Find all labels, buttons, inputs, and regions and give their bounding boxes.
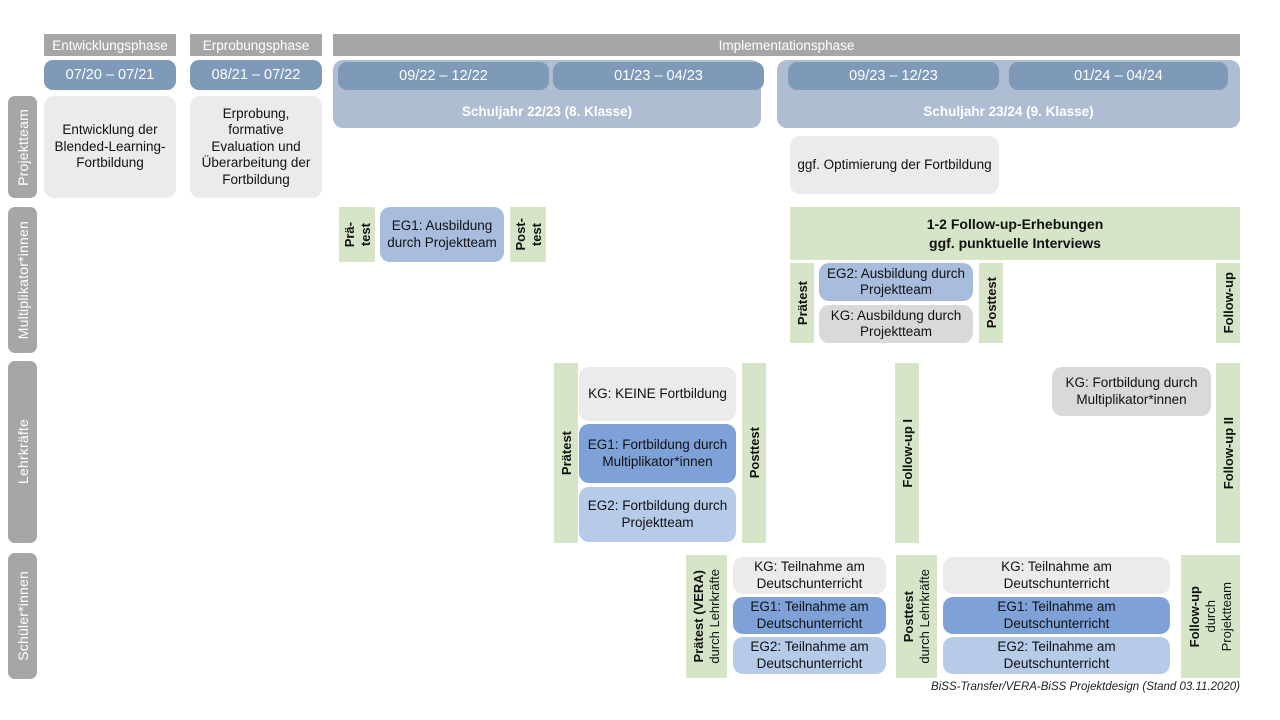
lehrkraefte-band-followup-2: Follow-up II <box>1216 363 1240 543</box>
phase-header-implementationsphase: Implementationsphase <box>333 34 1240 56</box>
band-text-sub2: Projektteam <box>1219 581 1234 652</box>
multiplikator-band-posttest-right: Posttest <box>979 263 1003 343</box>
box-text: KG: KEINE Fortbildung <box>588 385 727 401</box>
band-text-sub: durch Lehrkräfte <box>917 569 932 664</box>
multiplikator-box-eg1-ausbildung: EG1: Ausbildung durch Projektteam <box>380 207 504 262</box>
box-text: EG2: Fortbildung durch Projektteam <box>587 498 728 530</box>
period-label: 01/23 – 04/23 <box>614 68 703 84</box>
projektteam-box-optimierung: ggf. Optimierung der Fortbildung <box>790 136 999 194</box>
schueler-box-eg2-right: EG2: Teilnahme am Deutschunterricht <box>943 637 1170 674</box>
lehrkraefte-band-praetest: Prätest <box>554 363 578 543</box>
multiplikator-band-praetest-left: Prä- test <box>339 207 375 262</box>
band-text: Follow-up II <box>1220 416 1236 490</box>
box-text: EG1: Ausbildung durch Projektteam <box>387 218 497 250</box>
lehrkraefte-box-eg2-fortbildung: EG2: Fortbildung durch Projektteam <box>579 487 736 542</box>
period-label: 07/20 – 07/21 <box>65 67 155 83</box>
period-label: 08/21 – 07/22 <box>211 67 301 83</box>
box-text: EG2: Teilnahme am Deutschunterricht <box>750 639 869 671</box>
box-text: ggf. Optimierung der Fortbildung <box>797 156 992 172</box>
footer-source-note: BiSS-Transfer/VERA-BiSS Projektdesign (S… <box>740 681 1240 693</box>
role-text: Multiplikator*innen <box>14 220 31 340</box>
box-text: KG: Teilnahme am Deutschunterricht <box>1001 559 1112 591</box>
role-label-projektteam: Projektteam <box>8 96 37 198</box>
lehrkraefte-band-followup-1: Follow-up I <box>895 363 919 543</box>
period-chip-0923-1223: 09/23 – 12/23 <box>788 62 999 90</box>
role-label-schuelerinnen: Schüler*innen <box>8 553 37 679</box>
band-text-main: Prätest (VERA) <box>691 570 706 663</box>
lehrkraefte-box-kg-fortbildung: KG: Fortbildung durch Multiplikator*inne… <box>1052 367 1211 416</box>
schueler-box-eg1-left: EG1: Teilnahme am Deutschunterricht <box>733 597 886 634</box>
role-text: Lehrkräfte <box>14 419 31 485</box>
projektteam-box-entwicklung: Entwicklung der Blended-Learning-Fortbil… <box>44 96 176 198</box>
schueler-box-kg-left: KG: Teilnahme am Deutschunterricht <box>733 557 886 594</box>
period-chip-0123-0423: 01/23 – 04/23 <box>553 62 764 90</box>
phase-header-erprobungsphase: Erprobungsphase <box>190 34 322 56</box>
role-text: Projektteam <box>14 108 31 186</box>
box-text: EG2: Teilnahme am Deutschunterricht <box>997 639 1116 671</box>
band-text: Follow-up <box>1220 272 1236 334</box>
role-text: Schüler*innen <box>14 571 31 661</box>
box-text: EG1: Fortbildung durch Multiplikator*inn… <box>587 437 728 469</box>
box-text: EG2: Ausbildung durch Projektteam <box>826 265 966 297</box>
schueler-band-followup: Follow-up durch Projektteam <box>1181 555 1240 678</box>
box-text: EG1: Teilnahme am Deutschunterricht <box>750 599 869 631</box>
period-label: 09/23 – 12/23 <box>849 68 938 84</box>
schueler-band-posttest: Posttest durch Lehrkräfte <box>896 555 937 678</box>
role-label-multiplikatorinnen: Multiplikator*innen <box>8 207 37 353</box>
period-label: 09/22 – 12/22 <box>399 68 488 84</box>
role-label-lehrkraefte: Lehrkräfte <box>8 361 37 543</box>
multiplikator-band-posttest-left: Post- test <box>510 207 546 262</box>
schueler-band-praetest-vera: Prätest (VERA) durch Lehrkräfte <box>686 555 727 678</box>
band-text-main: Follow-up <box>1187 585 1202 648</box>
lehrkraefte-band-posttest: Posttest <box>742 363 766 543</box>
band-text: Posttest <box>983 277 999 329</box>
multiplikator-band-followup: Follow-up <box>1216 263 1240 343</box>
period-label: 01/24 – 04/24 <box>1074 68 1163 84</box>
lehrkraefte-box-kg-keine: KG: KEINE Fortbildung <box>579 367 736 421</box>
multiplikator-band-praetest-right: Prätest <box>790 263 814 343</box>
period-chip-0124-0424: 01/24 – 04/24 <box>1009 62 1228 90</box>
multiplikator-followup-banner: 1-2 Follow-up-Erhebungen ggf. punktuelle… <box>790 207 1240 260</box>
phase-label: Entwicklungsphase <box>52 37 168 53</box>
phase-label: Implementationsphase <box>718 37 855 53</box>
band-text-line2: test <box>357 222 373 247</box>
band-text-sub: durch <box>1203 600 1218 633</box>
lehrkraefte-box-eg1-fortbildung: EG1: Fortbildung durch Multiplikator*inn… <box>579 424 736 483</box>
box-text: Erprobung, formative Evaluation und Über… <box>201 105 311 187</box>
phase-label: Erprobungsphase <box>202 37 310 53</box>
box-text: KG: Teilnahme am Deutschunterricht <box>754 559 865 591</box>
school-year-label: Schuljahr 23/24 (9. Klasse) <box>923 104 1094 119</box>
band-text: Prätest <box>794 280 810 326</box>
period-chip-0720-0721: 07/20 – 07/21 <box>44 60 176 90</box>
box-text: Entwicklung der Blended-Learning-Fortbil… <box>54 122 166 171</box>
multiplikator-box-kg-ausbildung: KG: Ausbildung durch Projektteam <box>819 305 973 343</box>
band-text-main: Posttest <box>901 590 916 643</box>
banner-line-1: 1-2 Follow-up-Erhebungen <box>926 215 1104 232</box>
period-chip-0922-1222: 09/22 – 12/22 <box>338 62 549 90</box>
projektteam-box-erprobung: Erprobung, formative Evaluation und Über… <box>190 96 322 198</box>
schueler-box-eg1-right: EG1: Teilnahme am Deutschunterricht <box>943 597 1170 634</box>
band-text: Posttest <box>746 427 762 479</box>
school-year-label: Schuljahr 22/23 (8. Klasse) <box>461 104 633 119</box>
band-text-line1: Prä- <box>341 221 357 248</box>
band-text-line2: test <box>528 222 544 247</box>
box-text: EG1: Teilnahme am Deutschunterricht <box>997 599 1116 631</box>
footer-text: BiSS-Transfer/VERA-BiSS Projektdesign (S… <box>931 681 1240 693</box>
box-text: KG: Ausbildung durch Projektteam <box>830 307 962 339</box>
schueler-box-eg2-left: EG2: Teilnahme am Deutschunterricht <box>733 637 886 674</box>
band-text: Follow-up I <box>899 418 915 488</box>
banner-line-2: ggf. punktuelle Interviews <box>929 234 1101 251</box>
phase-header-entwicklungsphase: Entwicklungsphase <box>44 34 176 56</box>
band-text: Prätest <box>558 430 574 476</box>
box-text: KG: Fortbildung durch Multiplikator*inne… <box>1065 375 1198 407</box>
multiplikator-box-eg2-ausbildung: EG2: Ausbildung durch Projektteam <box>819 263 973 301</box>
period-chip-0821-0722: 08/21 – 07/22 <box>190 60 322 90</box>
schueler-box-kg-right: KG: Teilnahme am Deutschunterricht <box>943 557 1170 594</box>
band-text-sub: durch Lehrkräfte <box>707 569 722 664</box>
band-text-line1: Post- <box>512 218 528 251</box>
